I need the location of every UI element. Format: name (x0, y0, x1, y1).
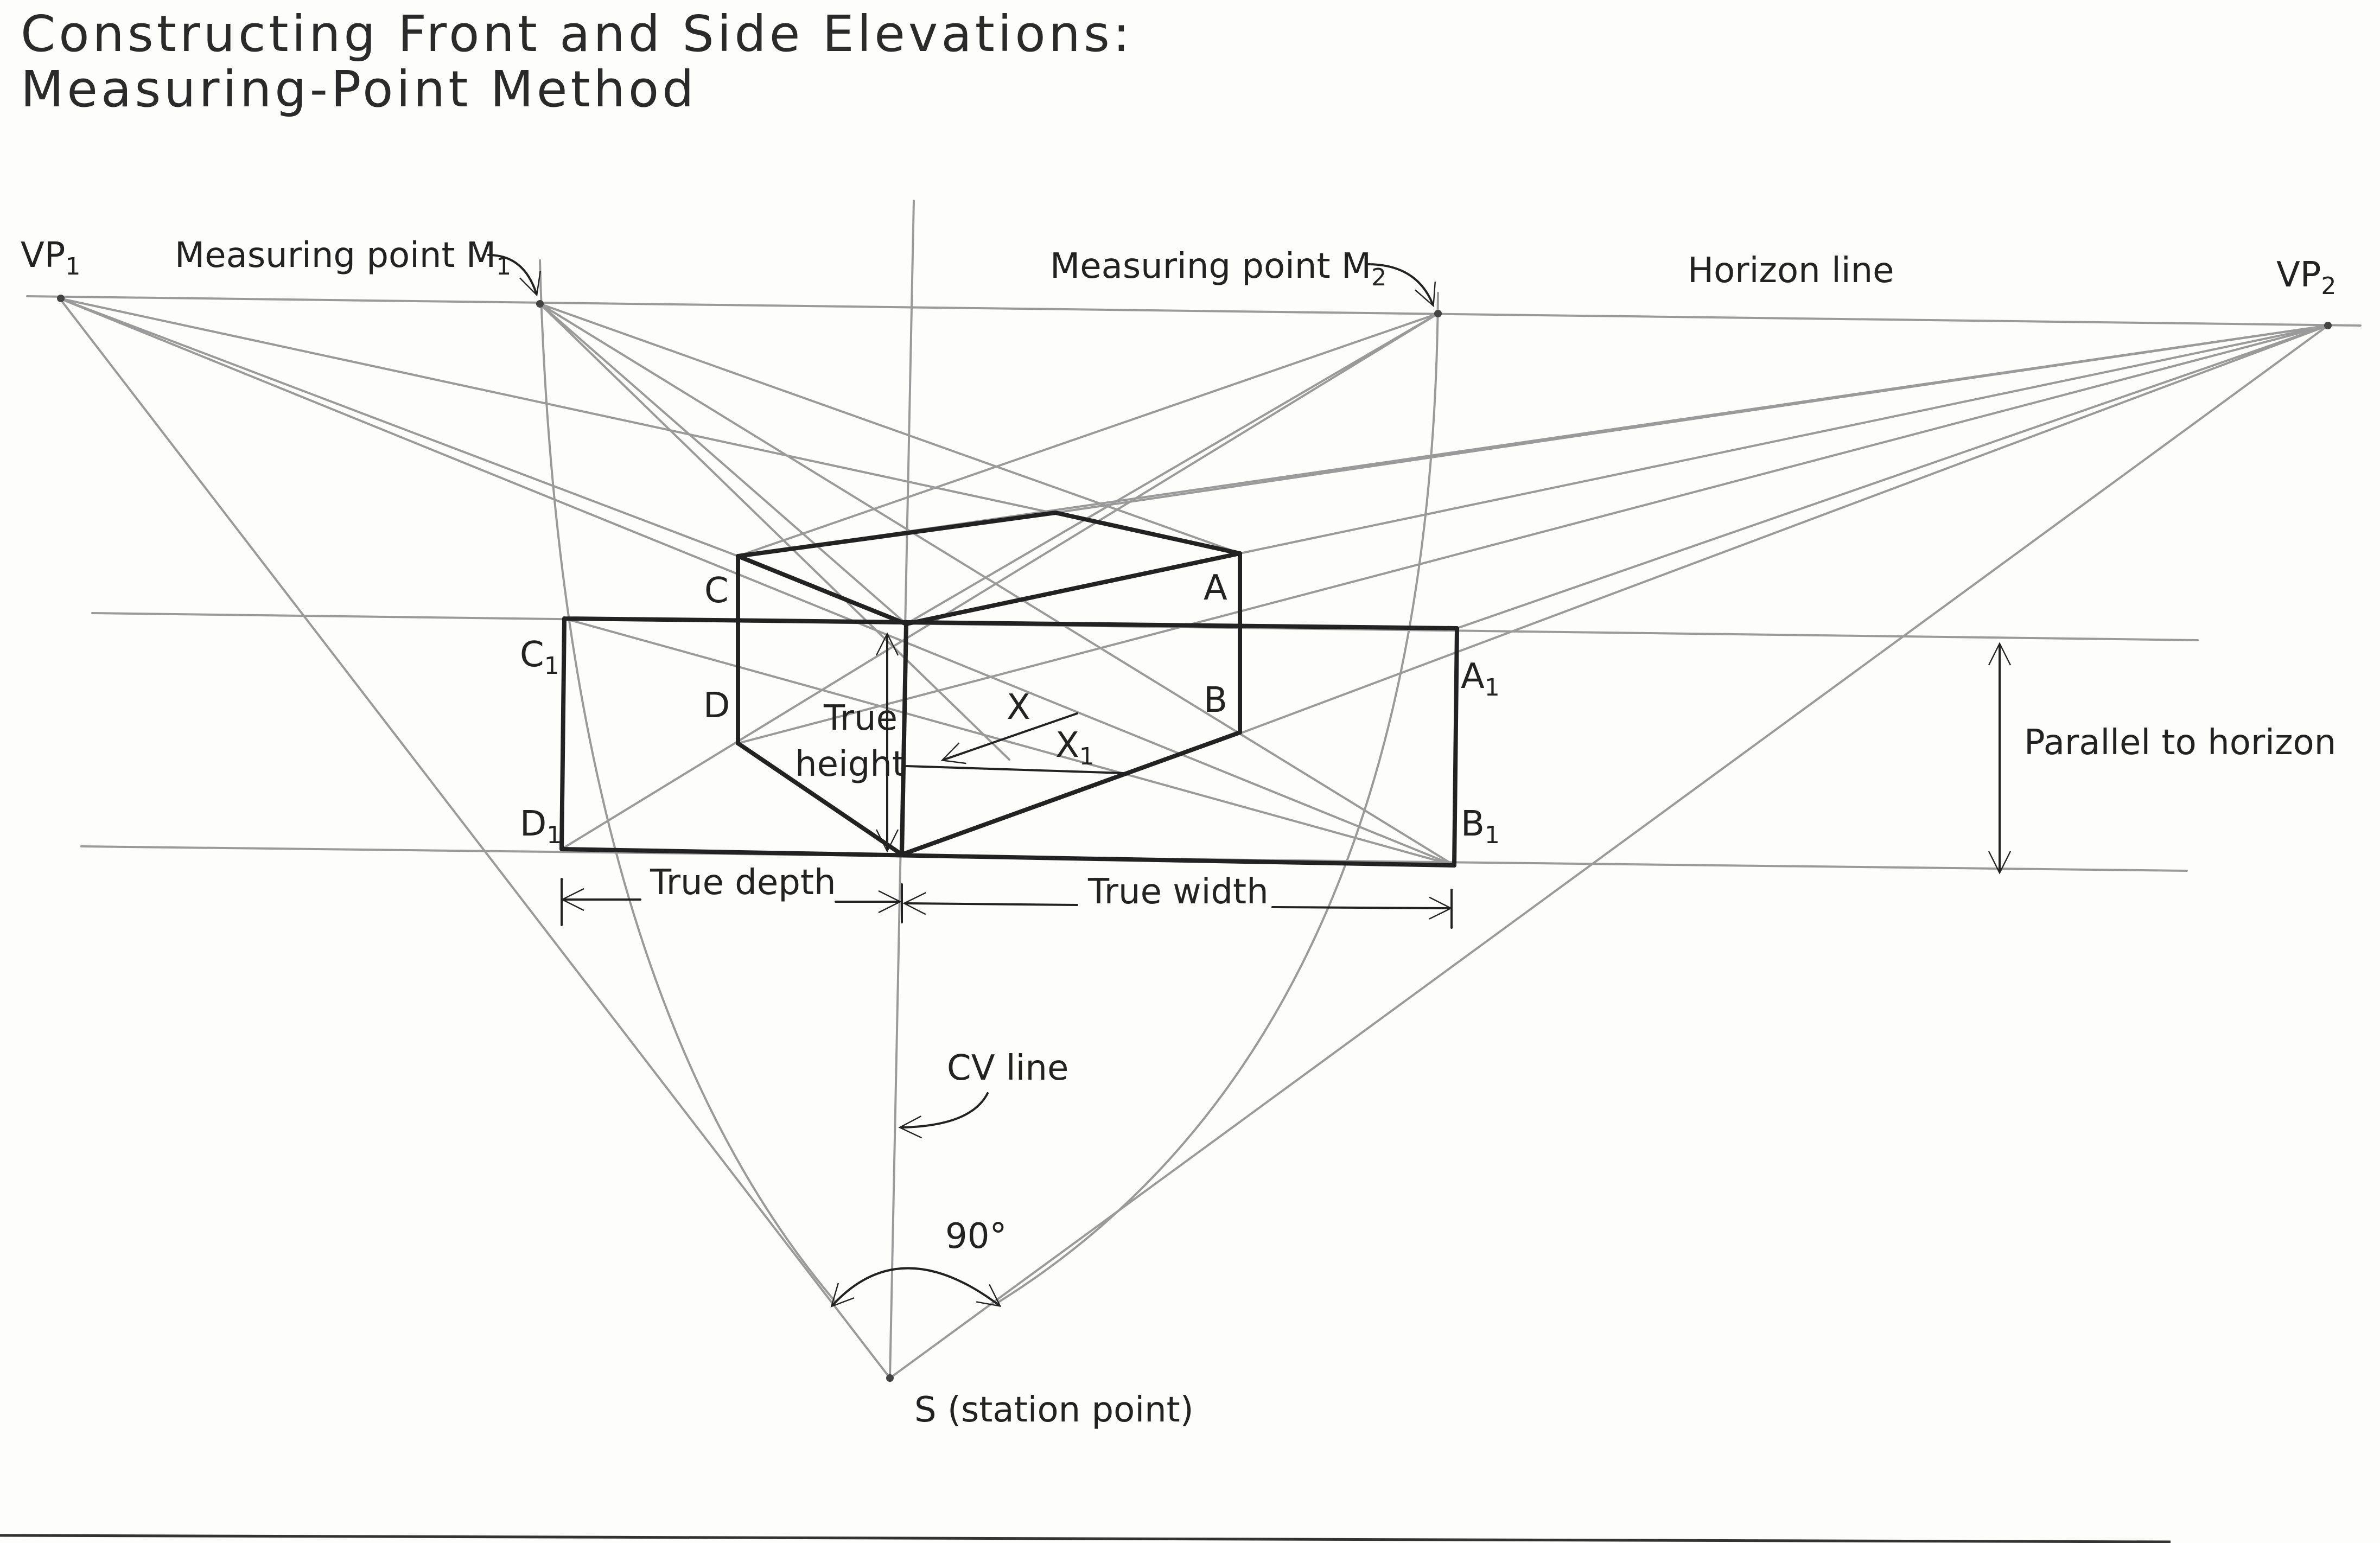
true-height-label-line1: True (823, 698, 898, 738)
width-arrow-left (902, 892, 1078, 915)
measuring-point-m1-label: Measuring point M1 (175, 235, 511, 280)
object-edges (559, 511, 1459, 868)
edge-d-base (736, 741, 904, 857)
bottom-rule (0, 1534, 2171, 1543)
m1-callout-arrow (487, 254, 541, 297)
guide-vp1-b (59, 297, 1455, 866)
label-b1: B1 (1461, 804, 1500, 849)
vp2-point (2324, 322, 2332, 329)
angle-label: 90° (945, 1216, 1007, 1257)
parallel-to-horizon-label: Parallel to horizon (2024, 723, 2336, 763)
construction-lines (26, 200, 2362, 1379)
x-arrow (940, 712, 1078, 764)
label-d: D (703, 686, 730, 726)
station-point-label: S (station point) (914, 1390, 1194, 1430)
label-b: B (1204, 680, 1227, 721)
edge-center-vertical (900, 622, 908, 857)
label-c1: C1 (520, 635, 559, 680)
vp2-label: VP2 (2276, 255, 2336, 300)
guide-m1-1 (539, 303, 1241, 554)
measuring-arc-left (539, 259, 837, 1303)
cv-callout-arrow (898, 1092, 989, 1139)
guide-vp2-6 (1242, 324, 2329, 734)
dimension-arrows (487, 254, 2012, 1308)
true-depth-label: True depth (650, 863, 836, 903)
vp1-point (57, 295, 65, 302)
guide-m1-2 (539, 303, 907, 625)
guide-m1-3 (539, 303, 1010, 761)
cv-line-label: CV line (947, 1048, 1068, 1088)
true-height-label-line2: height (795, 744, 906, 785)
horizon-line-label: Horizon line (1688, 251, 1894, 291)
station-point-dots (57, 295, 2332, 1382)
guide-m1-4 (539, 303, 1455, 866)
label-x1: X1 (1055, 725, 1094, 770)
guide-m2-2 (905, 313, 1439, 625)
title-line-2: Measuring-Point Method (21, 60, 697, 118)
vp1-label: VP1 (21, 235, 80, 280)
label-c: C (704, 571, 729, 611)
label-d1: D1 (520, 804, 562, 849)
guide-m2-3 (561, 313, 1439, 850)
station-point (886, 1374, 894, 1382)
sightline-vp1-station (59, 297, 891, 1379)
guide-vp2-2 (1054, 324, 2329, 514)
page-title: Constructing Front and Side Elevations: … (21, 7, 1133, 117)
angle-arc (830, 1267, 1002, 1308)
m2-point (1434, 310, 1442, 317)
guide-vp2-5 (1456, 324, 2329, 629)
title-line-1: Constructing Front and Side Elevations: (21, 5, 1133, 63)
guide-vp1-c (59, 297, 739, 557)
front-elevation (559, 616, 1459, 868)
label-x: X (1007, 687, 1030, 728)
label-a: A (1204, 568, 1227, 608)
edge-b-base (900, 730, 1242, 857)
guide-vp2-4 (737, 324, 2329, 744)
x1-line (905, 765, 1124, 774)
guide-vp2-3 (1239, 324, 2329, 554)
m1-point (536, 300, 544, 308)
guide-m2-1 (737, 313, 1439, 557)
label-a1: A1 (1461, 656, 1500, 702)
measuring-point-m2-label: Measuring point M2 (1050, 246, 1386, 291)
true-width-label: True width (1087, 872, 1269, 912)
width-arrow-right (1271, 896, 1453, 920)
sightline-vp2-station (889, 324, 2329, 1379)
m2-callout-arrow (1366, 263, 1436, 308)
guide-c1-b1 (563, 617, 1455, 866)
horizon-line (26, 295, 2362, 327)
